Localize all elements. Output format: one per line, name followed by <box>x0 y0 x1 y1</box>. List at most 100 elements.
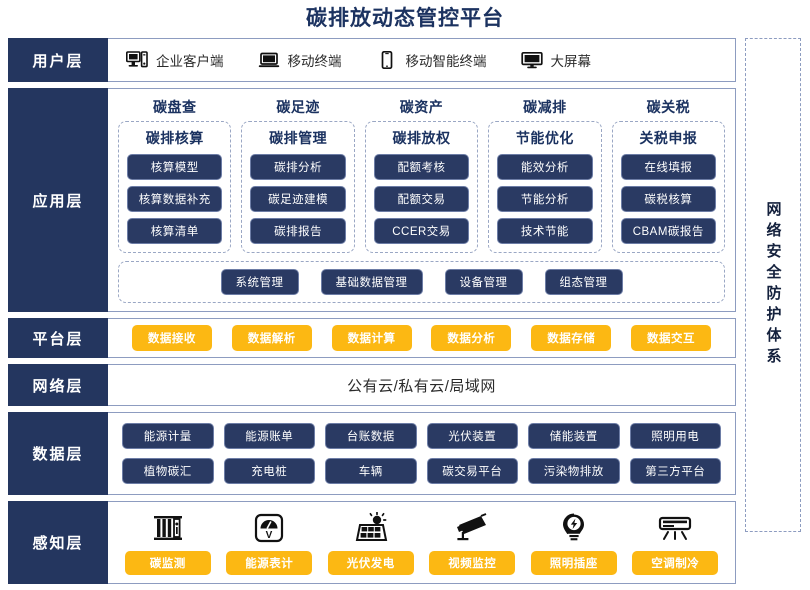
data-source-pill[interactable]: 光伏装置 <box>426 423 518 449</box>
group-subtitle: 节能优化 <box>515 130 574 146</box>
app-feature-pill[interactable]: CCER交易 <box>373 218 470 244</box>
monitor-icon <box>520 50 543 70</box>
layer-user-label: 用户层 <box>8 38 108 82</box>
smartphone-icon <box>376 50 398 70</box>
platform-pill[interactable]: 数据解析 <box>231 325 312 351</box>
app-feature-pill[interactable]: CBAM碳报告 <box>620 218 717 244</box>
security-band-label: 网络安全防护体系 <box>764 201 782 369</box>
cctv-camera-icon <box>453 508 491 544</box>
application-group: 碳减排 节能优化 能效分析 节能分析 技术节能 <box>488 97 602 253</box>
management-pill[interactable]: 系统管理 <box>220 269 299 295</box>
svg-text:V: V <box>266 530 273 541</box>
sense-device[interactable]: 碳监测 <box>122 508 214 575</box>
management-pill[interactable]: 组态管理 <box>544 269 623 295</box>
user-terminal-label: 移动智能终端 <box>405 54 487 69</box>
user-terminal-list: 企业客户端 移动终端 <box>108 39 735 81</box>
group-subtitle: 碳排核算 <box>145 130 204 146</box>
data-source-pill[interactable]: 台账数据 <box>325 423 417 449</box>
data-source-pill[interactable]: 第三方平台 <box>629 458 721 484</box>
sense-device-label: 光伏发电 <box>327 551 414 575</box>
sense-device-label: 空调制冷 <box>632 551 719 575</box>
layer-network-label: 网络层 <box>8 364 108 406</box>
management-pill[interactable]: 设备管理 <box>444 269 523 295</box>
group-title: 碳盘查 <box>152 99 197 115</box>
app-feature-pill[interactable]: 碳排报告 <box>250 218 346 244</box>
app-feature-pill[interactable]: 碳排分析 <box>250 154 346 180</box>
layer-platform-label: 平台层 <box>8 318 108 358</box>
group-title: 碳足迹 <box>276 99 320 115</box>
layer-platform: 平台层 数据接收 数据解析 数据计算 数据分析 数据存储 数据交互 <box>8 318 736 358</box>
application-group: 碳足迹 碳排管理 碳排分析 碳足迹建模 碳排报告 <box>241 97 355 253</box>
user-terminal-item[interactable]: 移动终端 <box>258 50 342 70</box>
layer-sense: 感知层 <box>8 501 736 584</box>
data-source-pill[interactable]: 碳交易平台 <box>426 458 518 484</box>
data-source-pill[interactable]: 储能装置 <box>528 423 620 449</box>
page-title: 碳排放动态管控平台 <box>306 7 504 30</box>
app-feature-pill[interactable]: 核算清单 <box>127 218 223 244</box>
data-source-pill[interactable]: 照明用电 <box>629 423 721 449</box>
sense-device[interactable]: 光伏发电 <box>325 508 417 575</box>
app-feature-pill[interactable]: 核算数据补充 <box>127 186 223 212</box>
app-feature-pill[interactable]: 能效分析 <box>497 154 593 180</box>
app-feature-pill[interactable]: 技术节能 <box>497 218 593 244</box>
platform-pill[interactable]: 数据存储 <box>531 325 612 351</box>
sense-device-label: 碳监测 <box>124 551 211 575</box>
sense-device[interactable]: 照明插座 <box>528 508 620 575</box>
group-box: 碳排管理 碳排分析 碳足迹建模 碳排报告 <box>241 121 355 253</box>
desktop-tower-icon <box>126 50 148 70</box>
user-terminal-item[interactable]: 企业客户端 <box>126 50 224 70</box>
layer-data-label: 数据层 <box>8 412 108 495</box>
data-source-pill[interactable]: 车辆 <box>325 458 417 484</box>
air-conditioner-icon <box>656 508 694 544</box>
group-subtitle: 碳排放权 <box>392 130 451 146</box>
sense-device-label: 能源表计 <box>226 551 313 575</box>
app-feature-pill[interactable]: 碳税核算 <box>620 186 717 212</box>
platform-pill[interactable]: 数据接收 <box>131 325 212 351</box>
app-feature-pill[interactable]: 碳足迹建模 <box>250 186 346 212</box>
sense-device[interactable]: 空调制冷 <box>630 508 722 575</box>
layer-data: 数据层 能源计量 能源账单 台账数据 光伏装置 储能装置 照明用电 植物碳汇 充… <box>8 412 736 495</box>
group-title: 碳减排 <box>523 99 567 115</box>
group-box: 碳排放权 配额考核 配额交易 CCER交易 <box>364 121 479 253</box>
security-band: 网络安全防护体系 <box>745 38 801 532</box>
user-terminal-item[interactable]: 大屏幕 <box>520 50 591 70</box>
energy-meter-icon: V <box>252 508 286 544</box>
data-source-row: 植物碳汇 充电桩 车辆 碳交易平台 污染物排放 第三方平台 <box>122 458 721 484</box>
management-box: 系统管理 基础数据管理 设备管理 组态管理 <box>118 261 725 303</box>
app-feature-pill[interactable]: 核算模型 <box>127 154 223 180</box>
app-feature-pill[interactable]: 配额交易 <box>373 186 470 212</box>
management-pill[interactable]: 基础数据管理 <box>320 269 423 295</box>
data-source-pill[interactable]: 污染物排放 <box>528 458 620 484</box>
app-feature-pill[interactable]: 节能分析 <box>497 186 593 212</box>
layer-network: 网络层 公有云/私有云/局域网 <box>8 364 736 406</box>
group-subtitle: 关税申报 <box>639 130 698 146</box>
carbon-monitor-icon <box>151 508 185 544</box>
data-source-grid: 能源计量 能源账单 台账数据 光伏装置 储能装置 照明用电 植物碳汇 充电桩 车… <box>122 423 721 484</box>
layer-application-label: 应用层 <box>8 88 108 312</box>
user-terminal-item[interactable]: 移动智能终端 <box>376 50 487 70</box>
layer-sense-body: 碳监测 V 能源表计 <box>108 502 735 583</box>
light-bulb-icon <box>559 508 589 544</box>
platform-pill[interactable]: 数据分析 <box>431 325 512 351</box>
group-box: 节能优化 能效分析 节能分析 技术节能 <box>488 121 602 253</box>
application-group: 碳资产 碳排放权 配额考核 配额交易 CCER交易 <box>364 97 479 253</box>
user-terminal-label: 移动终端 <box>287 54 342 69</box>
application-group: 碳盘查 碳排核算 核算模型 核算数据补充 核算清单 <box>118 97 232 253</box>
app-feature-pill[interactable]: 在线填报 <box>620 154 717 180</box>
group-subtitle: 碳排管理 <box>269 130 328 146</box>
app-feature-pill[interactable]: 配额考核 <box>373 154 470 180</box>
platform-pill[interactable]: 数据交互 <box>631 325 712 351</box>
data-source-pill[interactable]: 能源计量 <box>122 423 214 449</box>
sense-device-label: 视频监控 <box>429 551 516 575</box>
layer-application-body: 碳盘查 碳排核算 核算模型 核算数据补充 核算清单 碳足迹 碳排管理 碳排分析 <box>108 89 735 311</box>
sense-device-list: 碳监测 V 能源表计 <box>122 508 721 575</box>
data-source-pill[interactable]: 充电桩 <box>223 458 315 484</box>
application-group-list: 碳盘查 碳排核算 核算模型 核算数据补充 核算清单 碳足迹 碳排管理 碳排分析 <box>118 97 726 253</box>
data-source-pill[interactable]: 能源账单 <box>223 423 315 449</box>
data-source-pill[interactable]: 植物碳汇 <box>122 458 214 484</box>
group-box: 关税申报 在线填报 碳税核算 CBAM碳报告 <box>611 121 726 253</box>
sense-device[interactable]: 视频监控 <box>427 508 519 575</box>
sense-device[interactable]: V 能源表计 <box>224 508 316 575</box>
layer-application: 应用层 碳盘查 碳排核算 核算模型 核算数据补充 核算清单 碳足迹 <box>8 88 736 312</box>
platform-pill[interactable]: 数据计算 <box>331 325 412 351</box>
